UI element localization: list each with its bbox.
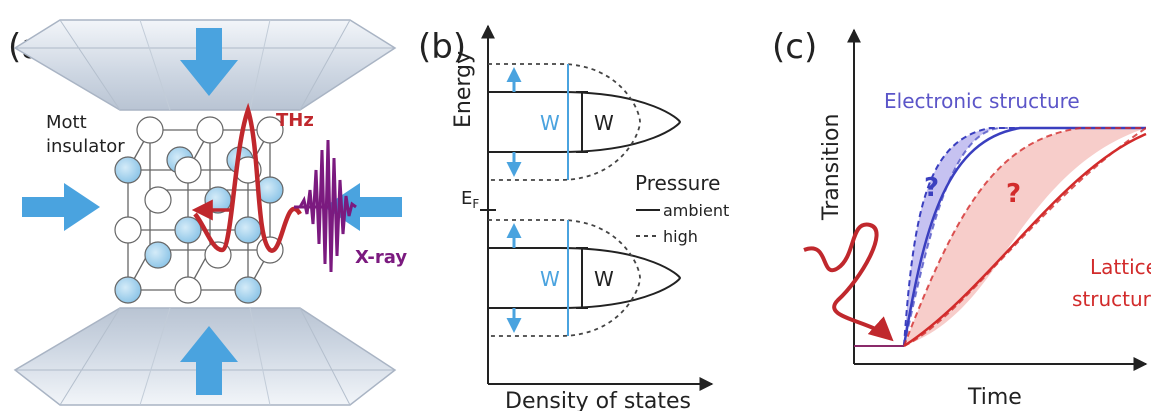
legend-ambient: ambient xyxy=(663,201,729,220)
atom-empty xyxy=(256,116,284,144)
legend-high: high xyxy=(663,227,698,246)
panel-c-label: (c) xyxy=(772,27,817,67)
panel-b: (b) Energy Density of states EF W W xyxy=(418,24,729,411)
upper-band: W W xyxy=(488,63,682,181)
dos-y-axis-title: Energy xyxy=(451,51,476,128)
thz-label: THz xyxy=(276,110,314,131)
xray-pulse xyxy=(298,139,357,273)
lattice-label-line2: structure xyxy=(1072,287,1151,311)
upper-band-ambient xyxy=(488,91,682,153)
lower-band-ambient xyxy=(488,247,682,309)
atom-filled xyxy=(234,216,262,244)
lower-band: W W xyxy=(488,219,682,337)
pressure-legend: Pressure ambient high xyxy=(635,171,729,246)
atom-empty xyxy=(136,116,164,144)
legend-title: Pressure xyxy=(635,171,720,195)
dos-x-axis-title: Density of states xyxy=(505,389,691,411)
lattice-range-band xyxy=(904,128,1146,346)
electronic-question-mark: ? xyxy=(924,173,939,203)
mott-label-line2: insulator xyxy=(46,136,125,157)
atom-filled xyxy=(114,276,142,304)
electronic-curve xyxy=(902,126,1146,347)
atom-filled xyxy=(174,216,202,244)
bandwidth-ambient-label: W xyxy=(594,111,614,135)
upper-band-high xyxy=(488,63,641,181)
panel-c: (c) Transition Time Electronic structure… xyxy=(772,27,1151,410)
bandwidth-high-label: W xyxy=(540,111,560,135)
bandwidth-high-label-lower: W xyxy=(540,267,560,291)
panel-a: (a) xyxy=(8,19,407,406)
bandwidth-ambient-label-lower: W xyxy=(594,267,614,291)
atom-filled xyxy=(114,156,142,184)
transition-x-axis-title: Time xyxy=(967,385,1022,410)
atom-empty xyxy=(174,276,202,304)
electronic-structure-label: Electronic structure xyxy=(884,89,1080,113)
pressure-arrow-top xyxy=(180,28,238,96)
thz-trigger-arrow xyxy=(803,222,894,342)
transition-y-axis-title: Transition xyxy=(819,114,844,221)
atom-empty xyxy=(144,186,172,214)
lattice-dashed-fast xyxy=(903,127,1146,347)
mott-label-line1: Mott xyxy=(46,112,87,133)
xray-label: X-ray xyxy=(355,247,407,268)
fermi-level-label: EF xyxy=(461,188,479,211)
panel-b-label: (b) xyxy=(418,27,466,67)
lower-band-high xyxy=(488,219,641,337)
lattice-atoms xyxy=(114,116,284,304)
lattice-curve xyxy=(903,132,1147,348)
atom-filled xyxy=(234,276,262,304)
pressure-arrow-bottom xyxy=(180,326,238,395)
electronic-dashed-fast xyxy=(903,127,1146,347)
atom-filled xyxy=(144,241,172,269)
atom-empty xyxy=(174,156,202,184)
electronic-dashed-slow xyxy=(903,127,1146,347)
lattice-label-line1: Lattice xyxy=(1090,255,1151,279)
atom-empty xyxy=(196,116,224,144)
lattice-question-mark: ? xyxy=(1006,179,1021,209)
pressure-arrow-left xyxy=(22,183,100,231)
thz-pulse-wave xyxy=(193,102,302,253)
atom-empty xyxy=(114,216,142,244)
